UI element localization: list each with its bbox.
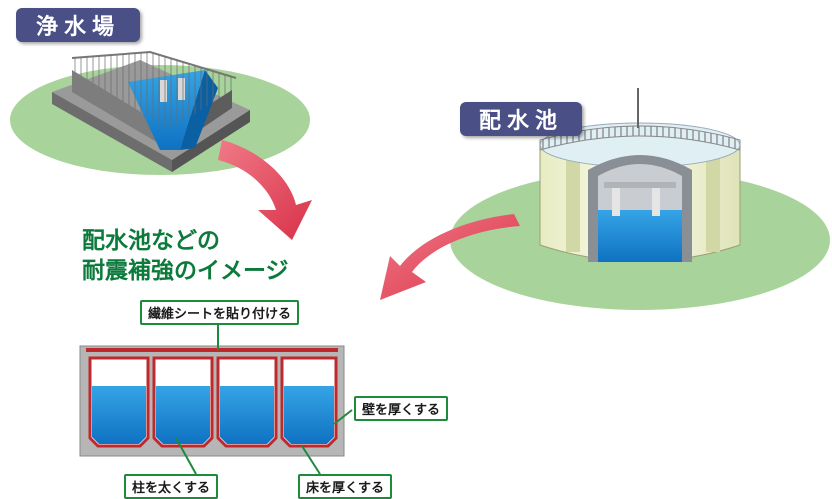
leader-thicker-wall	[333, 409, 353, 425]
reservoir-pilaster-2	[706, 152, 720, 252]
plant-wall-left	[72, 70, 170, 150]
callout-thicker-wall: 壁を厚くする	[354, 396, 449, 421]
reservoir-pillar-1	[612, 186, 620, 216]
section-top-sheet	[86, 348, 338, 352]
plant-base-front	[52, 92, 172, 172]
callout-fiber-sheet: 繊維シートを貼り付ける	[140, 300, 300, 325]
reservoir-beam	[604, 182, 676, 188]
reservoir-illustration	[450, 88, 830, 310]
arrow-from-reservoir	[380, 214, 520, 300]
section-cell-1	[88, 356, 150, 448]
section-cell-4	[280, 356, 338, 448]
callout-thicker-floor: 床を厚くする	[298, 474, 393, 499]
label-purification-plant: 浄水場	[16, 8, 140, 42]
callout-leaders	[175, 316, 353, 475]
reservoir-railing	[539, 125, 741, 151]
reservoir-pillar-2	[652, 186, 660, 216]
callout-thicker-column: 柱を太くする	[124, 474, 219, 499]
leader-thicker-column	[175, 437, 197, 475]
reservoir-water	[598, 210, 682, 262]
plant-base-side	[172, 110, 250, 172]
reservoir-pilaster-1	[566, 152, 580, 252]
cross-section-diagram	[79, 345, 345, 457]
section-cell-3	[216, 356, 278, 448]
label-distribution-reservoir: 配水池	[460, 102, 582, 136]
heading-line-2: 耐震補強のイメージ	[82, 258, 289, 284]
plant-railing-bars	[72, 52, 236, 130]
section-cell-2	[152, 356, 214, 448]
purification-plant-illustration	[10, 50, 310, 175]
heading-line-1: 配水池などの	[82, 228, 220, 254]
diagram-heading: 配水池などの 耐震補強のイメージ	[82, 226, 289, 286]
arrow-from-plant	[218, 140, 312, 240]
leader-thicker-floor	[301, 445, 321, 475]
